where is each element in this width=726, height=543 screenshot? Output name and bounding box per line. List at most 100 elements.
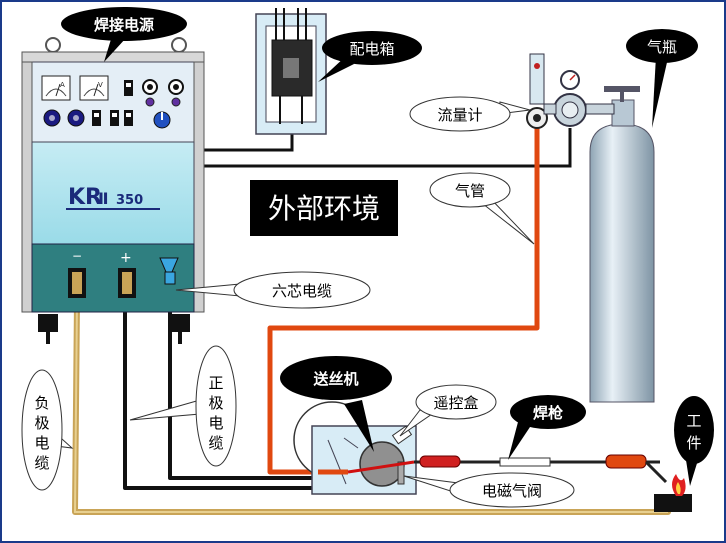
knob-2-center [173,84,179,90]
power-switch[interactable] [124,80,133,96]
positive-cable-line [123,290,322,490]
distribution-box-callout-tail [318,56,354,82]
positive-cable-callout: 正 极 电 缆 [129,345,237,467]
indicator-2 [171,97,181,107]
cylinder-valve [611,99,635,127]
positive-cable-char-1: 正 [208,374,223,392]
flowmeter-callout-bubble [409,96,511,132]
model-roman: Ⅱ [98,189,109,208]
weld-arc-core [676,482,681,494]
welding-torch-label: 焊枪 [533,404,563,422]
terminal-plus-label: + [120,250,132,266]
housing-detail-2 [343,437,359,449]
six-core-callout: 六芯电缆 [175,271,371,309]
six-core-socket-neck [164,271,176,285]
gas-pipe-callout: 气管 [429,172,535,245]
housing-detail [327,439,347,485]
negative-cable-highlight [73,299,668,513]
solenoid-valve-label: 电磁气阀 [482,482,542,500]
indicator-1 [145,97,155,107]
terminal-minus-label: − [72,249,82,263]
wire-feed-path [347,460,415,474]
six-core-cable-line [168,280,318,480]
toggle-2[interactable] [110,110,119,126]
pressure-gauge-needle [569,74,576,81]
cable-drop-right [178,330,182,344]
model-number: 350 [116,193,143,208]
negative-cable-char-2: 极 [34,414,49,432]
gas-pipe-label: 气管 [455,182,485,200]
workpiece-callout-tail [686,460,698,486]
ammeter-scale [45,88,67,97]
positive-cable-char-3: 电 [208,414,223,432]
solenoid-valve [397,461,405,485]
machine-top-cover [21,51,205,63]
workpiece-char-1: 工 [686,412,701,430]
gas-cylinder-label: 气瓶 [647,38,677,56]
negative-cable-char-3: 电 [34,434,49,452]
voltmeter [79,75,109,101]
gas-cylinder-callout-bubble [626,29,698,63]
torch-sheath [499,457,551,467]
workpiece-callout: 工 件 [674,396,714,486]
breaker-switch[interactable] [283,58,299,78]
regulator-cap [561,101,579,119]
dial-1-center [49,115,55,121]
welding-torch-callout-bubble [510,395,586,429]
power-source-label: 焊接电源 [94,16,154,34]
gas-pipe-line [267,126,540,475]
machine-foot-left [38,314,58,332]
wire-feeder-label: 送丝机 [312,370,358,388]
regulator-inlet [585,103,615,115]
gas-pipe-callout-bubble [429,172,511,208]
negative-cable-char-4: 缆 [34,454,49,472]
toggle-2-mark [112,113,117,117]
solenoid-valve-callout-bubble [449,472,575,508]
machine-foot-right [170,314,190,332]
environment-label: 外部环境 [268,192,380,225]
lifting-eye-left [45,37,61,53]
distribution-box-callout: 配电箱 [318,31,422,82]
heater-line-to-regulator [202,128,572,168]
workpiece-callout-bubble [674,396,714,464]
flow-tube [529,53,545,105]
power-switch-mark [126,83,131,87]
valve-handwheel[interactable] [604,86,640,92]
negative-cable-callout-bubble [21,369,63,491]
distribution-box [255,8,327,135]
negative-cable-callout: 负 极 电 缆 [21,369,74,491]
ammeter-needle [55,83,61,97]
negative-terminal-plug [72,272,82,294]
torch-connector [419,455,461,468]
positive-cable-callout-bubble [195,345,237,467]
welding-torch [414,454,668,484]
remote-box-callout: 遥控盒 [399,384,497,437]
machine-side-left [21,61,33,313]
model-main: KR [68,185,102,210]
gas-cylinder-callout-tail [652,56,668,128]
flowmeter-label: 流量计 [437,106,482,124]
flowmeter-callout: 流量计 [409,96,531,132]
torch-neck [644,460,668,484]
welding-torch-callout-tail [508,422,532,460]
power-source-callout-tail [104,36,126,62]
knob-1-center [147,84,153,90]
toggle-1[interactable] [92,110,101,126]
incoming-wires [275,8,307,40]
dial-2-center [73,115,79,121]
outgoing-wires [279,96,303,124]
voltmeter-scale [83,88,105,97]
lifting-eye-right [171,37,187,53]
ammeter-label: A [60,81,65,89]
environment-box [250,180,398,236]
machine-front-panel [31,141,195,245]
cylinder-body [589,123,655,403]
power-line-to-distribution-box [202,133,294,152]
six-core-label: 六芯电缆 [272,282,332,300]
toggle-3[interactable] [124,110,133,126]
wire-feeder-callout-bubble [280,356,392,400]
ammeter [41,75,71,101]
negative-cable-char-1: 负 [34,394,49,412]
six-core-callout-bubble [233,271,371,309]
